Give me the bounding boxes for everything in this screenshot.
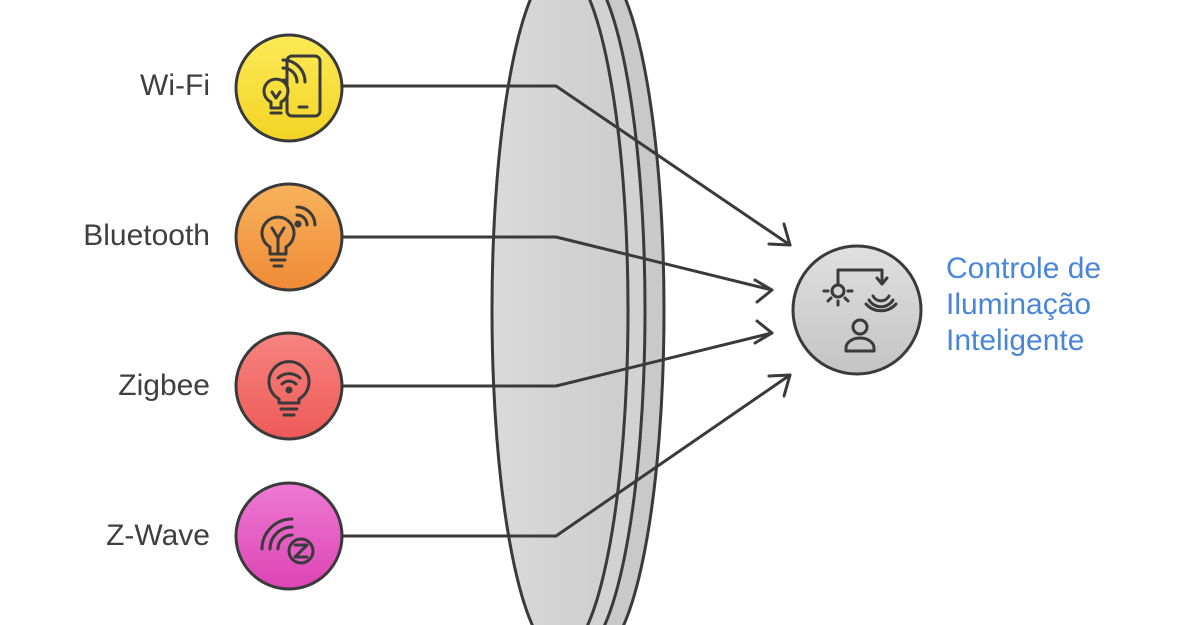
node-bluetooth-circle <box>234 182 344 292</box>
target-label-line: Inteligente <box>946 324 1085 357</box>
connectors <box>341 84 792 538</box>
zwave-logo-icon <box>260 517 315 565</box>
label-zwave: Z-Wave <box>106 519 210 552</box>
bulb-signal-icon <box>260 205 317 268</box>
label-zigbee: Zigbee <box>118 369 210 402</box>
arrowhead-zwave <box>767 373 792 398</box>
connector-bluetooth <box>341 235 774 292</box>
target-label-line: Controle de <box>946 252 1102 285</box>
label-wifi: Wi-Fi <box>140 69 210 102</box>
node-wifi[interactable] <box>234 33 344 143</box>
target-label: Controle de Iluminação Inteligente <box>946 251 1101 359</box>
node-target-circle <box>791 244 923 376</box>
connector-zwave <box>341 373 792 538</box>
light-sensor-person-icon <box>822 268 898 353</box>
node-bluetooth[interactable] <box>234 182 344 292</box>
label-bluetooth: Bluetooth <box>83 219 210 252</box>
bulb-wifi-icon <box>267 360 311 417</box>
node-zigbee[interactable] <box>234 331 344 441</box>
bulb-phone-wifi-icon <box>262 54 322 118</box>
arrowhead-wifi <box>767 222 792 247</box>
connector-wifi <box>341 84 792 247</box>
lens-front-disc <box>490 0 630 625</box>
node-zigbee-circle <box>234 331 344 441</box>
connector-zigbee <box>341 331 774 388</box>
node-zwave[interactable] <box>234 481 344 591</box>
lens <box>490 0 666 625</box>
arrowhead-zigbee <box>753 319 774 345</box>
arrowhead-bluetooth <box>753 278 774 304</box>
node-target[interactable] <box>791 244 923 376</box>
target-label-line: Iluminação <box>946 288 1092 321</box>
